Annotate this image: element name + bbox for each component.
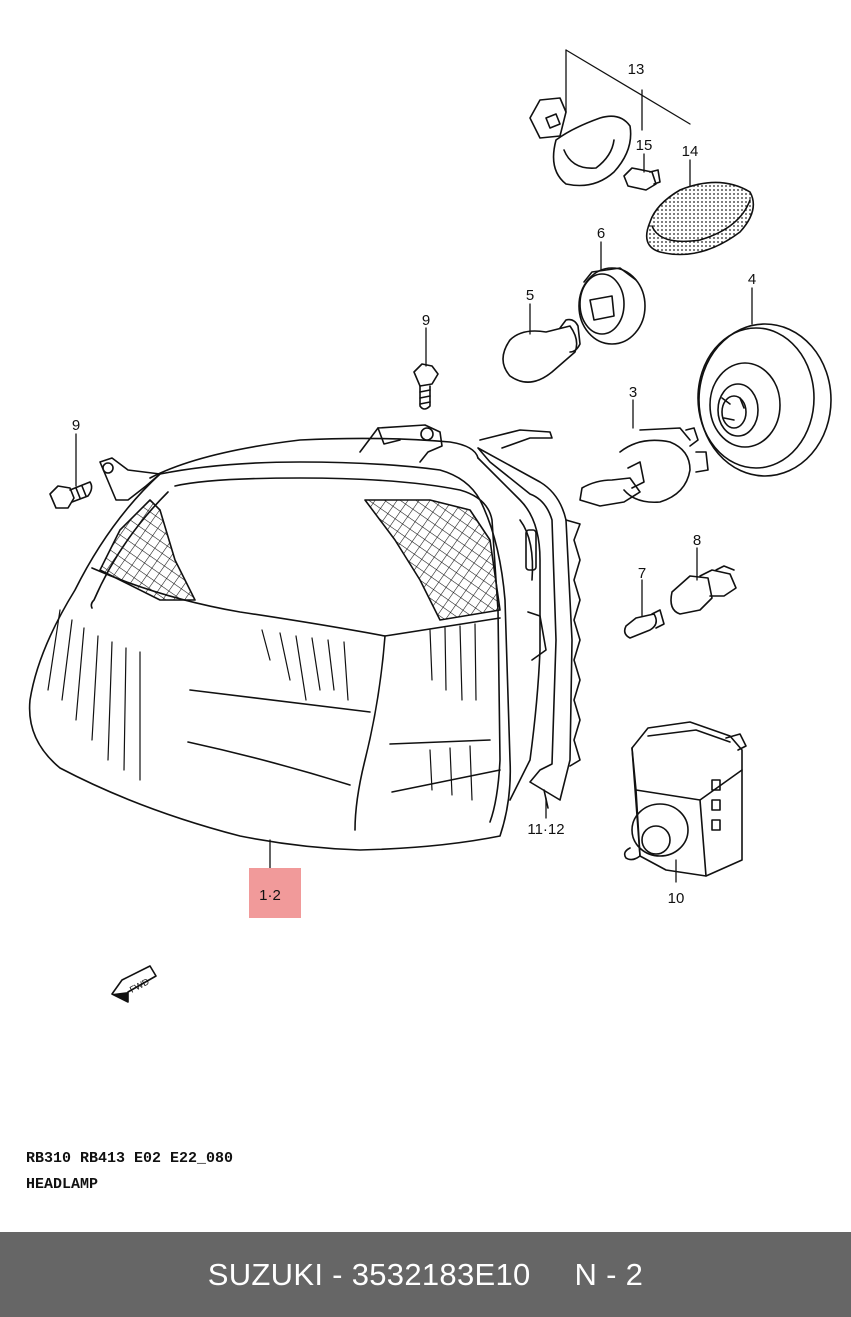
fwd-arrow-icon: FWD [111,965,157,1003]
side-lamp-14 [645,181,755,256]
socket-13 [529,97,632,187]
bulb-15 [623,167,661,191]
callout-3: 3 [629,384,637,401]
callout-4: 4 [748,271,756,288]
leveling-motor-10 [623,721,747,877]
callout-15: 15 [636,137,653,154]
socket-6 [578,267,646,345]
callout-9-lower: 9 [72,417,80,434]
exploded-parts-diagram: FWD 13 15 14 6 5 4 9 9 3 8 7 11·12 1·2 1… [28,49,832,1003]
callout-13: 13 [628,61,645,78]
callout-7: 7 [638,565,646,582]
section-name: HEADLAMP [26,1176,99,1193]
callout-14: 14 [682,143,699,160]
callout-5: 5 [526,287,534,304]
screw-9-lower [49,481,93,509]
footer-bar: SUZUKI - 3532183E10 N - 2 [0,1232,851,1317]
highlight-box [249,868,301,918]
footer-brand: SUZUKI [207,1256,324,1292]
callout-11-12: 11·12 [527,821,564,838]
model-codes: RB310 RB413 E02 E22_080 [26,1150,234,1167]
callout-9-upper: 9 [422,312,430,329]
footer-separator: - [323,1256,352,1292]
footer-page: N - 2 [574,1256,644,1292]
screw-9-upper [413,363,439,410]
callout-1-2: 1·2 [259,887,281,904]
callout-8: 8 [693,532,701,549]
bulb-3 [579,427,709,507]
bulb-7 [623,609,665,639]
bulb-5 [502,318,581,383]
cover-4 [697,323,832,477]
callout-6: 6 [597,225,605,242]
callout-10: 10 [668,890,685,907]
frame-gasket [477,429,581,809]
headlamp-assembly [28,424,547,851]
socket-8 [670,565,737,615]
footer-part-number: 3532183E10 [351,1256,531,1292]
